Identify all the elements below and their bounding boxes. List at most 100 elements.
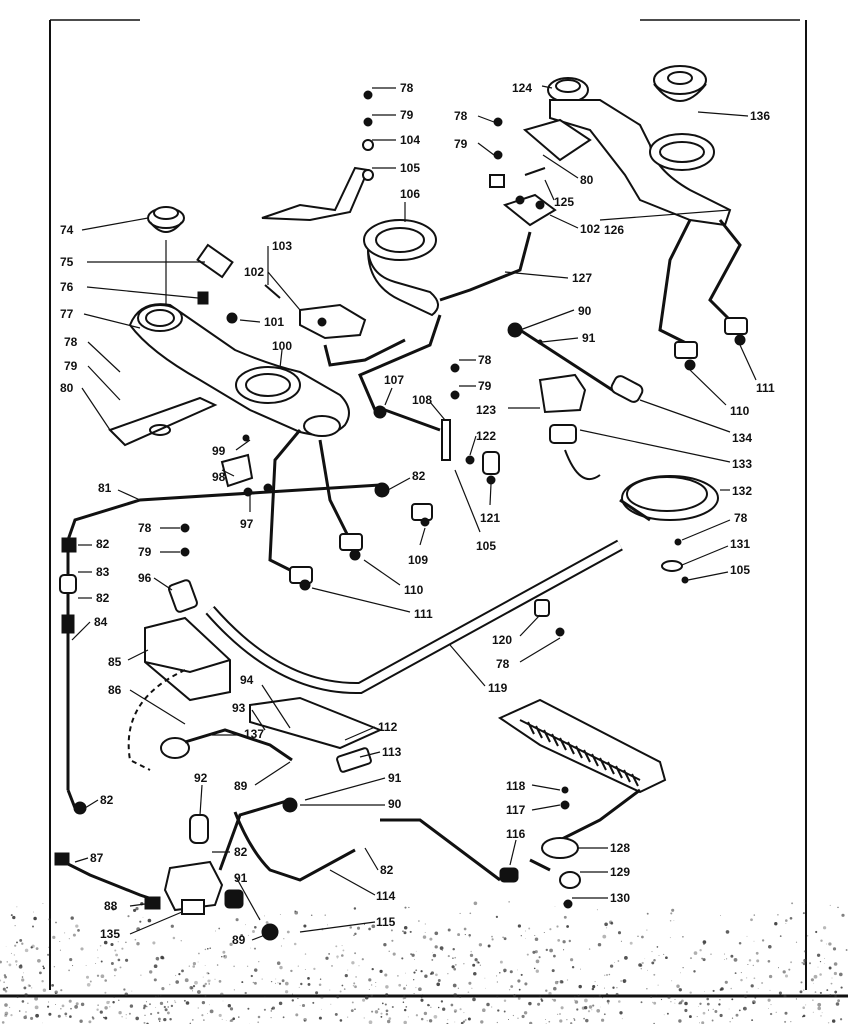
noise-speck	[556, 925, 559, 928]
noise-speck	[97, 957, 99, 959]
noise-speck	[103, 1016, 105, 1019]
noise-speck	[503, 999, 507, 1003]
noise-speck	[689, 991, 692, 994]
noise-speck	[719, 999, 721, 1001]
noise-speck	[746, 991, 748, 993]
burner-slots	[527, 721, 639, 787]
noise-speck	[318, 983, 322, 986]
noise-speck	[499, 971, 501, 974]
noise-speck	[35, 1013, 39, 1018]
noise-speck	[834, 994, 837, 998]
noise-speck	[218, 980, 222, 983]
noise-speck	[784, 1020, 787, 1023]
noise-speck	[454, 963, 457, 966]
noise-speck	[41, 979, 44, 983]
noise-speck	[42, 967, 45, 970]
noise-speck	[233, 989, 235, 991]
label-122: 122	[476, 429, 496, 443]
noise-speck	[118, 1011, 122, 1015]
label-99: 99	[212, 444, 226, 458]
noise-speck	[513, 994, 516, 997]
noise-speck	[779, 935, 782, 937]
noise-speck	[770, 1004, 772, 1006]
noise-speck	[468, 981, 472, 985]
noise-speck	[25, 1014, 27, 1016]
noise-speck	[335, 945, 338, 948]
valves-fittings	[59, 317, 748, 815]
noise-speck	[201, 1000, 206, 1005]
left-burner-assembly	[108, 206, 350, 497]
noise-speck	[752, 964, 754, 967]
noise-speck	[508, 989, 511, 991]
noise-speck	[221, 955, 223, 958]
noise-speck	[297, 998, 299, 1000]
noise-speck	[18, 964, 23, 969]
noise-speck	[679, 1001, 683, 1005]
noise-speck	[719, 1013, 723, 1018]
noise-speck	[429, 937, 433, 941]
noise-speck	[263, 1008, 266, 1011]
noise-speck	[225, 1020, 227, 1022]
noise-speck	[180, 940, 182, 942]
noise-speck	[837, 999, 840, 1003]
noise-speck	[422, 935, 427, 939]
noise-speck	[351, 1001, 354, 1004]
noise-speck	[245, 924, 246, 926]
noise-speck	[368, 927, 371, 931]
noise-speck	[159, 1020, 161, 1022]
noise-speck	[77, 929, 80, 932]
noise-speck	[640, 968, 642, 970]
noise-speck	[463, 927, 467, 931]
noise-speck	[91, 1016, 94, 1019]
noise-speck	[16, 995, 19, 999]
noise-speck	[209, 947, 212, 950]
noise-speck	[816, 953, 821, 957]
noise-speck	[835, 1002, 840, 1006]
noise-speck	[197, 961, 199, 963]
noise-speck	[467, 991, 470, 994]
noise-speck	[429, 972, 433, 976]
noise-speck	[602, 997, 603, 999]
noise-speck	[207, 972, 210, 975]
noise-speck	[667, 995, 671, 999]
label-94: 94	[240, 673, 254, 687]
noise-speck	[150, 1012, 153, 1016]
noise-speck	[457, 987, 460, 989]
noise-speck	[197, 1007, 199, 1009]
noise-speck	[576, 1008, 579, 1011]
noise-speck	[149, 970, 153, 974]
noise-speck	[375, 986, 377, 987]
noise-speck	[479, 964, 481, 966]
label-114: 114	[376, 889, 396, 903]
noise-speck	[620, 980, 622, 982]
label-125: 125	[554, 195, 574, 209]
noise-speck	[651, 1001, 654, 1004]
noise-speck	[279, 965, 283, 970]
noise-speck	[539, 995, 541, 997]
noise-speck	[381, 1002, 384, 1005]
noise-speck	[286, 930, 290, 934]
noise-speck	[711, 1019, 714, 1022]
noise-speck	[74, 1005, 78, 1009]
noise-speck	[339, 990, 342, 993]
noise-speck	[47, 1005, 50, 1008]
noise-speck	[617, 931, 622, 935]
noise-speck	[538, 956, 541, 959]
noise-speck	[671, 980, 673, 982]
noise-speck	[810, 978, 814, 982]
noise-speck	[402, 930, 404, 932]
noise-speck	[819, 973, 822, 976]
noise-speck	[828, 942, 832, 946]
noise-speck	[37, 958, 41, 963]
noise-speck	[437, 979, 441, 982]
noise-speck	[232, 1017, 236, 1021]
noise-speck	[684, 1001, 688, 1006]
noise-speck	[4, 1011, 9, 1016]
noise-speck	[320, 995, 324, 999]
noise-speck	[735, 1013, 739, 1017]
label-86: 86	[108, 683, 122, 697]
noise-speck	[344, 974, 348, 978]
noise-speck	[621, 1018, 623, 1020]
noise-speck	[403, 926, 408, 930]
noise-speck	[428, 1004, 431, 1007]
